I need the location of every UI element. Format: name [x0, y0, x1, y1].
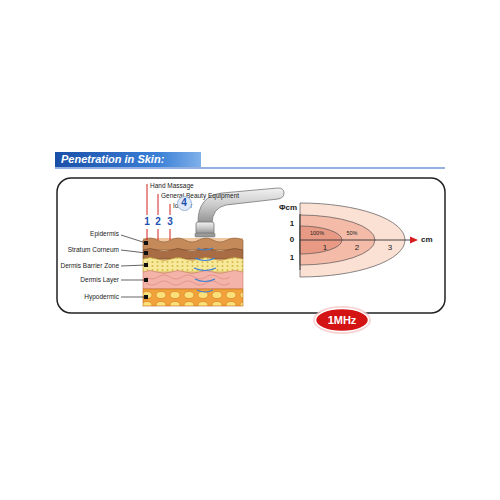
tick-label: 1: [290, 220, 294, 228]
layer-name: Dermis Layer: [80, 277, 119, 284]
tick-label: 1: [290, 254, 294, 262]
layer-name: Hypodermic: [84, 294, 119, 301]
penetration-chart: [300, 203, 418, 277]
callout-number: 2: [155, 217, 161, 227]
percent-label: 50%: [346, 231, 357, 237]
applicator-name: Hand Massage: [150, 183, 194, 190]
layer-leaders: [121, 235, 146, 297]
percent-label: 100%: [310, 231, 324, 237]
axis-label: Φcm: [279, 204, 297, 212]
callout-number: 3: [167, 217, 173, 227]
header-rule: [55, 167, 445, 168]
skin-section: [143, 238, 243, 306]
tick-label: 2: [355, 244, 359, 252]
axis-label: cm: [421, 236, 433, 244]
node-text: 1MHz: [328, 315, 357, 326]
layer-name: Epidermis: [90, 231, 119, 238]
panel-frame: [57, 178, 445, 313]
node-text: 4: [181, 198, 187, 208]
ultrasound-waves: [194, 248, 216, 292]
tick-label: 0: [290, 236, 294, 244]
leader-dots: [144, 241, 148, 299]
layer-name: Stratum Corneum: [68, 247, 119, 254]
tick-label: 1: [323, 244, 327, 252]
applicator-name: General Beauty Equipment: [161, 193, 239, 200]
callout-circle: 4: [177, 196, 192, 211]
layer-name: Dermis Barrier Zone: [60, 263, 119, 270]
section-heading: Penetration in Skin:: [55, 152, 201, 167]
frequency-badge: 1MHz: [315, 308, 369, 332]
callout-number: 1: [144, 217, 150, 227]
tick-label: 3: [388, 244, 392, 252]
